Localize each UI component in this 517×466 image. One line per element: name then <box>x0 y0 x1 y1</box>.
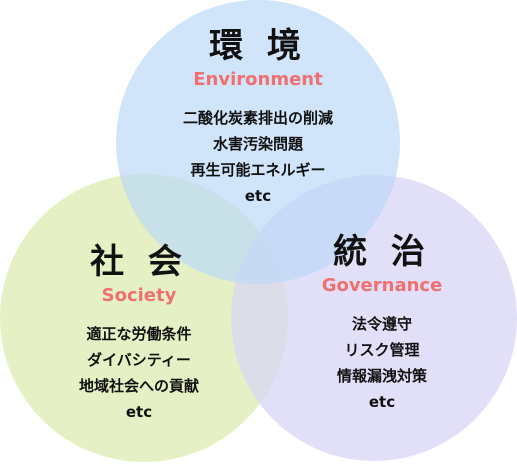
governance-item: リスク管理 <box>344 341 420 359</box>
society-subtitle: Society <box>101 285 177 306</box>
environment-item: 水害汚染問題 <box>212 135 304 153</box>
society-title: 社 会 <box>90 242 188 282</box>
governance-items: 法令遵守 リスク管理 情報漏洩対策 etc <box>322 311 443 415</box>
environment-item: etc <box>244 187 272 205</box>
society-item: ダイバシティー <box>87 351 191 369</box>
governance-title: 統 治 <box>333 232 431 272</box>
society-items: 適正な労働条件 ダイバシティー 地域社会への貢献 etc <box>79 321 199 425</box>
environment-items: 二酸化炭素排出の削減 水害汚染問題 再生可能エネルギー etc <box>183 105 333 209</box>
society-item: etc <box>125 403 153 421</box>
environment-item: 再生可能エネルギー <box>190 161 326 179</box>
society-block: 社 会 Society 適正な労働条件 ダイバシティー 地域社会への貢献 etc <box>79 242 199 425</box>
society-item: 適正な労働条件 <box>86 325 192 343</box>
society-item: 地域社会への貢献 <box>78 377 200 395</box>
environment-block: 環 境 Environment 二酸化炭素排出の削減 水害汚染問題 再生可能エネ… <box>183 26 333 209</box>
environment-subtitle: Environment <box>193 69 323 90</box>
governance-item: 情報漏洩対策 <box>336 367 427 385</box>
environment-title: 環 境 <box>209 26 307 66</box>
environment-circle <box>116 0 400 284</box>
governance-block: 統 治 Governance 法令遵守 リスク管理 情報漏洩対策 etc <box>322 232 443 415</box>
governance-subtitle: Governance <box>321 275 443 296</box>
governance-item: 法令遵守 <box>351 315 412 333</box>
governance-item: etc <box>368 393 396 411</box>
environment-item: 二酸化炭素排出の削減 <box>182 109 334 127</box>
